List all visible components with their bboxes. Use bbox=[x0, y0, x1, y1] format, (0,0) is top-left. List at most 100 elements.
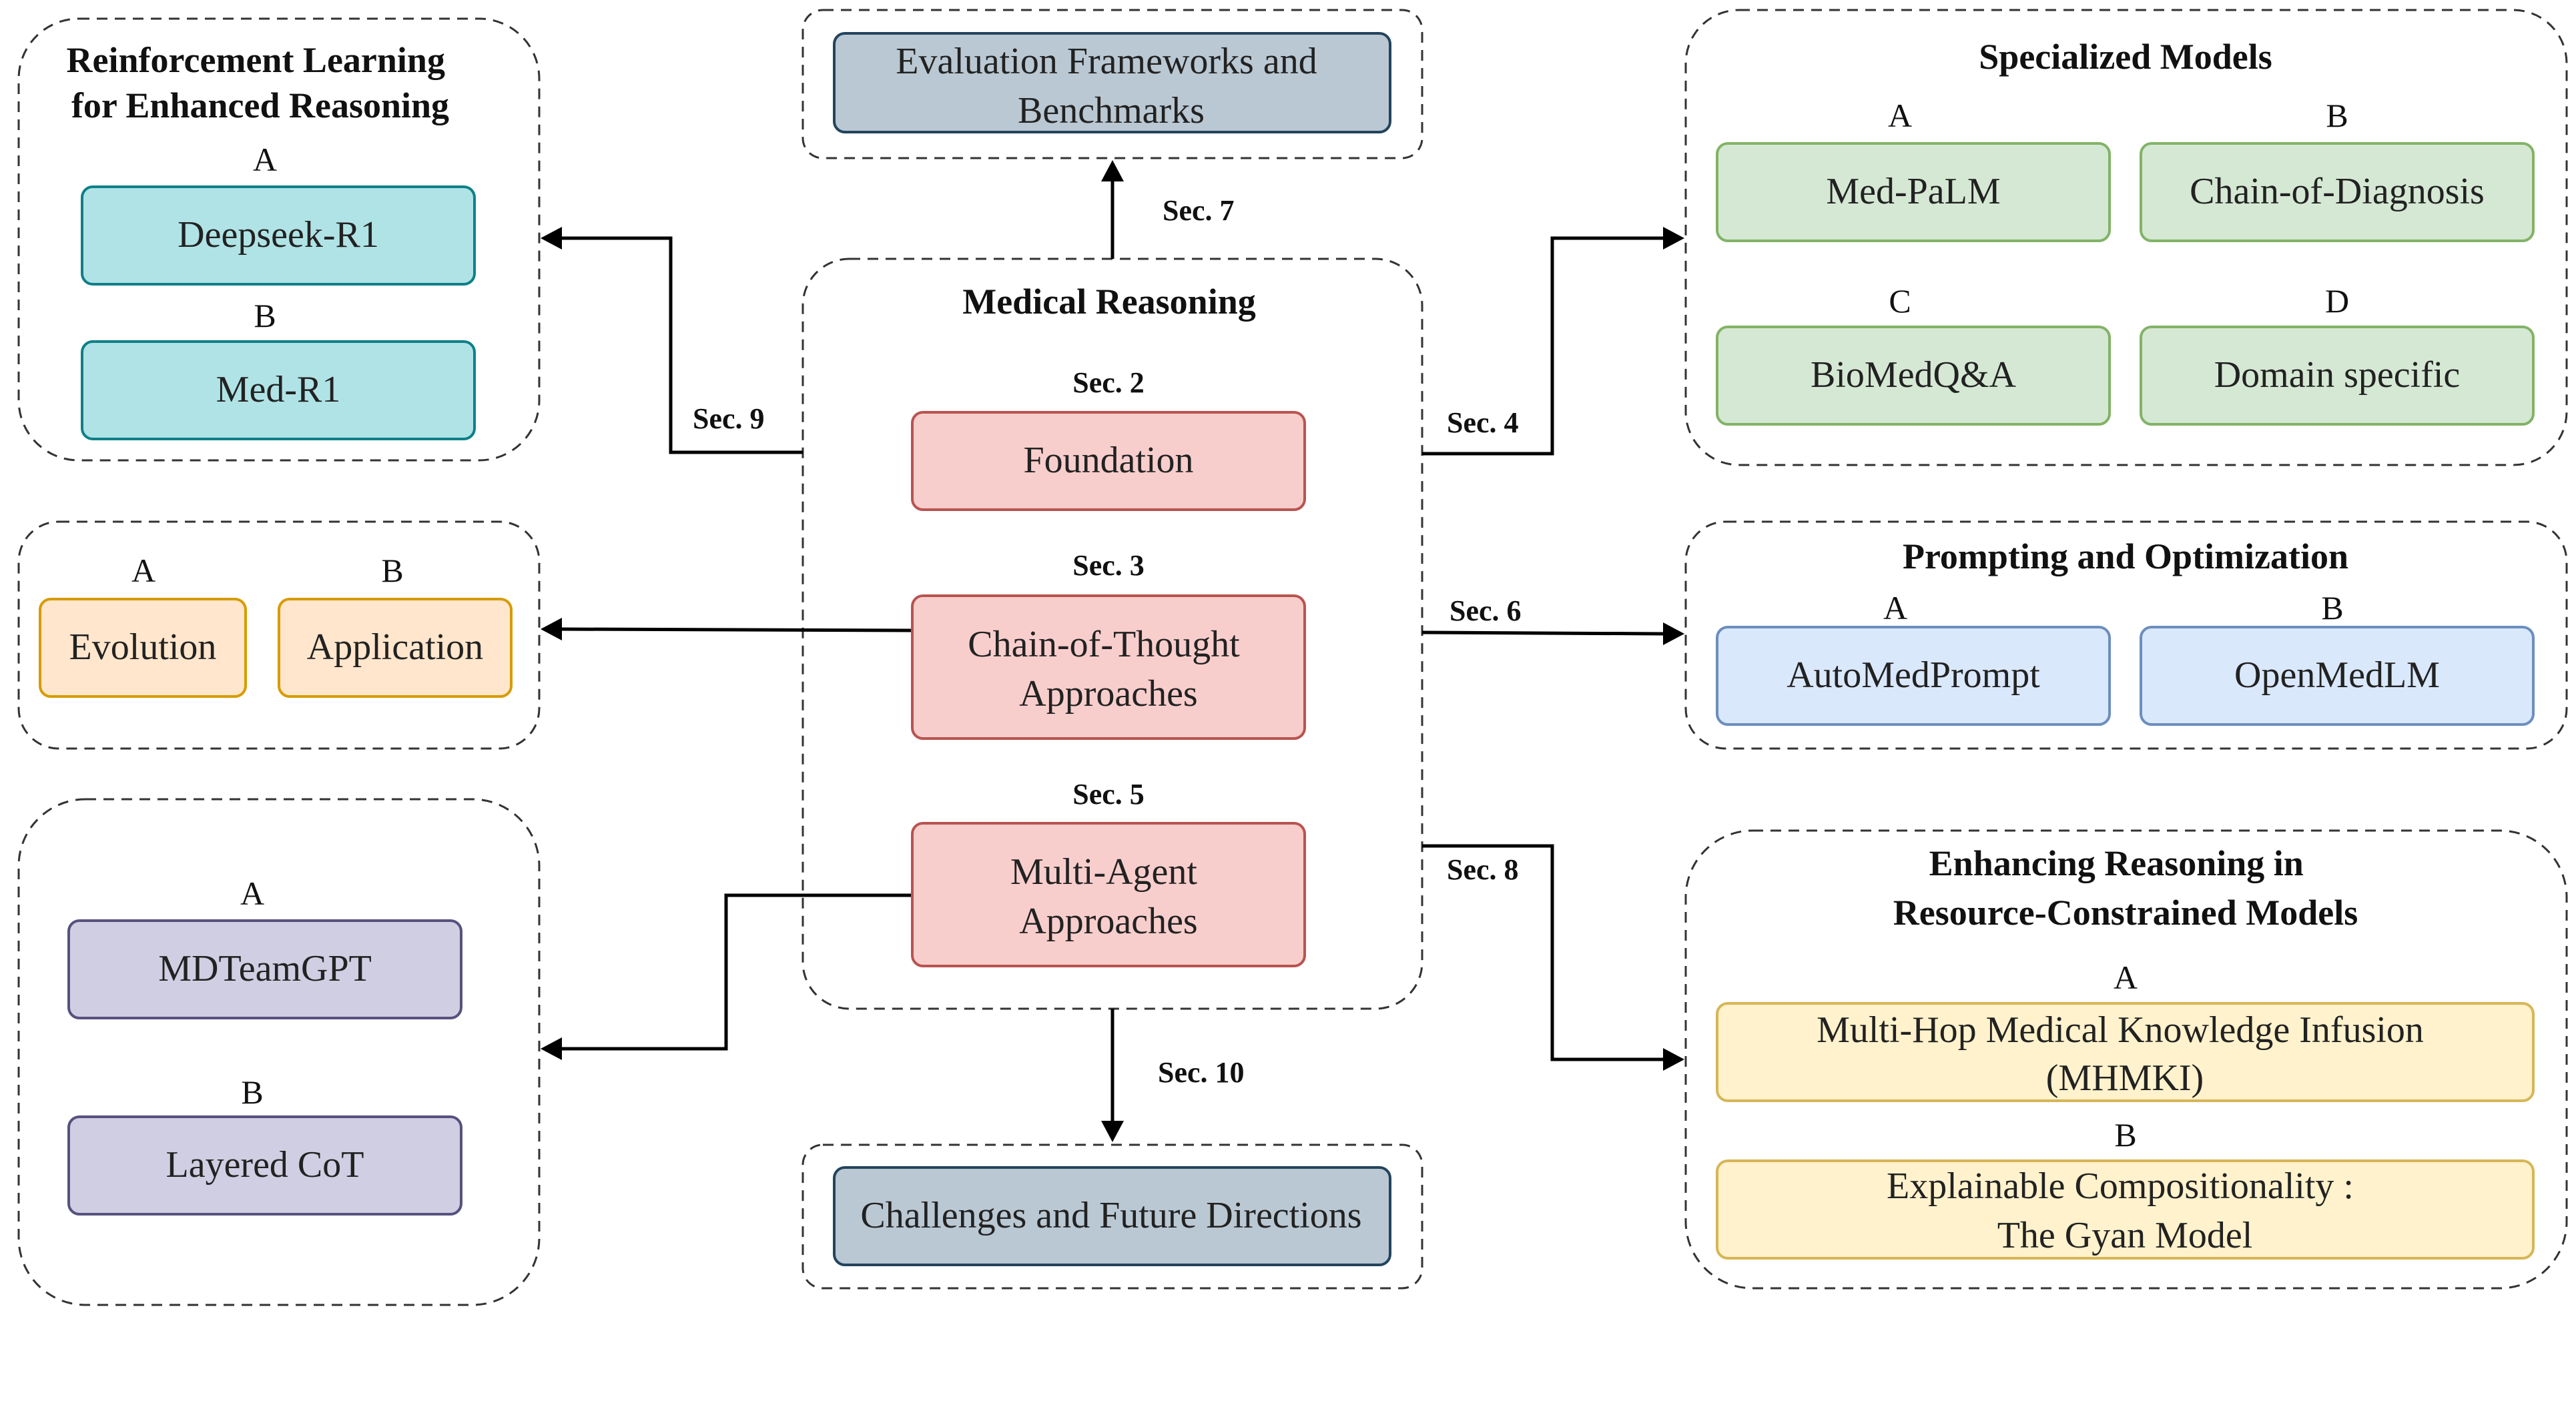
resource-title-line-2: Resource-Constrained Models bbox=[1893, 893, 2358, 933]
resource-title: Enhancing Reasoning in Resource-Constrai… bbox=[1893, 843, 2358, 933]
deepseek-r1-box bbox=[81, 185, 476, 286]
multi-agent-label: Multi-Agent Approaches bbox=[1010, 851, 1207, 942]
med-palm-label: Med-PaLM bbox=[1826, 171, 2000, 212]
ma-item-a-letter: A bbox=[240, 875, 264, 912]
rl-group bbox=[17, 17, 541, 462]
mhmki-line-2: (MHMKI) bbox=[2046, 1057, 2204, 1099]
evolution-box bbox=[39, 598, 247, 698]
gyan-model-line-1: Explainable Compositionality : bbox=[1887, 1165, 2354, 1207]
connector-sec3 bbox=[560, 627, 913, 632]
sec6-label: Sec. 6 bbox=[1450, 594, 1522, 627]
gyan-model-label: Explainable Compositionality : The Gyan … bbox=[1887, 1165, 2363, 1256]
mhmki-box bbox=[1716, 1002, 2535, 1102]
spec-item-c-letter: C bbox=[1889, 282, 1911, 320]
sec4-label: Sec. 4 bbox=[1447, 406, 1519, 439]
chain-of-diagnosis-label: Chain-of-Diagnosis bbox=[2190, 171, 2485, 212]
multi-agent-line-2: Approaches bbox=[1019, 901, 1197, 942]
openmedlm-label: OpenMedLM bbox=[2234, 654, 2440, 696]
gyan-model-box bbox=[1716, 1159, 2535, 1260]
sec3-label: Sec. 3 bbox=[1072, 549, 1145, 582]
connector-sec6 bbox=[1421, 630, 1664, 636]
specialized-title: Specialized Models bbox=[1979, 37, 2272, 77]
res-item-b-letter: B bbox=[2114, 1116, 2136, 1153]
spec-item-b-letter: B bbox=[2326, 97, 2348, 134]
med-r1-label: Med-R1 bbox=[216, 369, 341, 410]
foundation-label: Foundation bbox=[1023, 440, 1193, 481]
arrowhead-sec5 bbox=[541, 1037, 562, 1060]
ma-item-b-letter: B bbox=[241, 1073, 263, 1111]
arrowhead-sec9 bbox=[541, 227, 562, 250]
automedprompt-box bbox=[1716, 626, 2111, 726]
chain-of-thought-line-2: Approaches bbox=[1019, 673, 1197, 715]
cot-item-b-letter: B bbox=[381, 552, 403, 589]
center-title: Medical Reasoning bbox=[962, 282, 1256, 322]
arrowhead-sec4 bbox=[1663, 227, 1684, 250]
med-palm-box bbox=[1716, 142, 2111, 242]
connector-sec5 bbox=[561, 893, 912, 1051]
evolution-label: Evolution bbox=[69, 626, 217, 668]
evaluation-box bbox=[833, 32, 1391, 133]
challenges-group bbox=[801, 1143, 1423, 1290]
prompt-item-b-letter: B bbox=[2321, 589, 2343, 626]
automedprompt-label: AutoMedPrompt bbox=[1787, 654, 2040, 696]
sec9-label: Sec. 9 bbox=[693, 402, 765, 435]
rl-item-b-letter: B bbox=[254, 297, 276, 334]
cot-item-a-letter: A bbox=[131, 552, 155, 589]
mhmki-label: Multi-Hop Medical Knowledge Infusion (MH… bbox=[1817, 1009, 2433, 1099]
layered-cot-label: Layered CoT bbox=[166, 1144, 364, 1186]
arrowhead-sec3 bbox=[541, 618, 562, 640]
chain-of-diagnosis-box bbox=[2140, 142, 2535, 242]
prompting-title: Prompting and Optimization bbox=[1903, 536, 2348, 576]
med-r1-box bbox=[81, 340, 476, 440]
rl-title: Reinforcement Learning for Enhanced Reas… bbox=[67, 40, 454, 125]
connector-sec8 bbox=[1422, 844, 1663, 1061]
spec-item-a-letter: A bbox=[1888, 97, 1912, 134]
challenges-label: Challenges and Future Directions bbox=[860, 1195, 1361, 1236]
domain-specific-box bbox=[2140, 326, 2535, 426]
specialized-models-group bbox=[1684, 9, 2568, 466]
resource-constrained-group bbox=[1684, 829, 2568, 1290]
biomedqa-label: BioMedQ&A bbox=[1811, 354, 2017, 396]
mdteamgpt-label: MDTeamGPT bbox=[158, 948, 372, 989]
resource-title-line-1: Enhancing Reasoning in bbox=[1929, 843, 2304, 883]
rl-title-line-1: Reinforcement Learning bbox=[67, 40, 445, 80]
mdteamgpt-box bbox=[67, 919, 462, 1019]
arrowhead-sec10 bbox=[1101, 1121, 1124, 1142]
prompt-item-a-letter: A bbox=[1883, 589, 1907, 626]
sec7-label: Sec. 7 bbox=[1163, 194, 1235, 227]
deepseek-r1-label: Deepseek-R1 bbox=[178, 214, 379, 256]
chain-of-thought-label: Chain-of-Thought Approaches bbox=[968, 624, 1249, 715]
chain-of-thought-line-1: Chain-of-Thought bbox=[968, 624, 1240, 665]
sec2-label: Sec. 2 bbox=[1072, 366, 1145, 399]
arrowhead-sec8 bbox=[1663, 1048, 1684, 1071]
multi-agent-group bbox=[17, 798, 541, 1306]
gyan-model-line-2: The Gyan Model bbox=[1997, 1215, 2253, 1256]
layered-cot-box bbox=[67, 1115, 462, 1216]
multi-agent-line-1: Multi-Agent bbox=[1010, 851, 1197, 893]
cot-group bbox=[17, 520, 541, 750]
arrowhead-sec6 bbox=[1663, 622, 1684, 645]
sec5-label: Sec. 5 bbox=[1072, 778, 1145, 811]
domain-specific-label: Domain specific bbox=[2214, 354, 2461, 396]
res-item-a-letter: A bbox=[2114, 959, 2138, 996]
arrowhead-sec7 bbox=[1101, 160, 1124, 181]
biomedqa-box bbox=[1716, 326, 2111, 426]
application-box bbox=[278, 598, 513, 698]
rl-item-a-letter: A bbox=[253, 141, 277, 178]
chain-of-thought-box bbox=[911, 594, 1306, 740]
evaluation-line-2: Benchmarks bbox=[1018, 90, 1205, 131]
evaluation-label: Evaluation Frameworks and Benchmarks bbox=[896, 41, 1326, 131]
prompting-group bbox=[1684, 520, 2568, 750]
openmedlm-box bbox=[2140, 626, 2535, 726]
spec-item-d-letter: D bbox=[2325, 282, 2349, 320]
sec8-label: Sec. 8 bbox=[1447, 853, 1519, 886]
connector-sec4 bbox=[1422, 236, 1663, 456]
connector-sec9 bbox=[561, 236, 803, 454]
application-label: Application bbox=[307, 626, 483, 668]
rl-title-line-2: for Enhanced Reasoning bbox=[71, 85, 449, 125]
evaluation-line-1: Evaluation Frameworks and bbox=[896, 41, 1317, 82]
foundation-box bbox=[911, 411, 1306, 511]
multi-agent-box bbox=[911, 822, 1306, 967]
mhmki-line-1: Multi-Hop Medical Knowledge Infusion bbox=[1817, 1009, 2424, 1051]
